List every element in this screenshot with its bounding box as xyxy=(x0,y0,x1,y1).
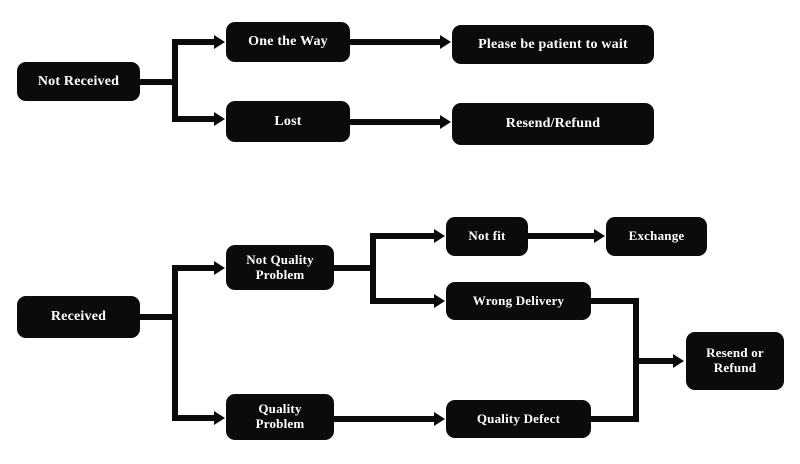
node-received-label: Received xyxy=(50,309,107,325)
node-resend-or-refund-label: Resend or Refund xyxy=(706,345,764,375)
node-wrong-delivery[interactable]: Wrong Delivery xyxy=(446,282,591,320)
connector-not-quality-problem-to-not-fit xyxy=(370,233,436,239)
connector-not-quality-problem-stem xyxy=(334,265,376,271)
connector-lost-to-resend-refund xyxy=(350,119,442,125)
connector-received-trunk xyxy=(172,265,178,421)
node-not-quality-problem-label: Not Quality Problem xyxy=(246,251,314,282)
arrowhead-not-fit xyxy=(434,229,445,243)
node-quality-defect[interactable]: Quality Defect xyxy=(446,400,591,438)
node-not-received[interactable]: Not Received xyxy=(17,62,140,101)
connector-received-stem xyxy=(140,314,178,320)
node-resend-refund[interactable]: Resend/Refund xyxy=(452,103,654,145)
node-not-received-label: Not Received xyxy=(37,73,120,89)
node-one-the-way[interactable]: One the Way xyxy=(226,22,350,62)
arrowhead-quality-problem xyxy=(214,411,225,425)
node-quality-defect-label: Quality Defect xyxy=(476,410,561,426)
arrowhead-one-the-way xyxy=(214,35,225,49)
node-exchange[interactable]: Exchange xyxy=(606,217,707,256)
arrowhead-not-quality-problem xyxy=(214,261,225,275)
connector-not-quality-problem-trunk xyxy=(370,233,376,304)
node-not-quality-problem[interactable]: Not Quality Problem xyxy=(226,245,334,290)
node-please-be-patient-to-wait-label: Please be patient to wait xyxy=(478,36,628,52)
connector-not-received-stem xyxy=(140,79,178,85)
connector-not-received-trunk xyxy=(172,39,178,122)
arrowhead-wrong-delivery xyxy=(434,294,445,308)
connector-not-received-to-one-the-way xyxy=(172,39,216,45)
connector-one-the-way-to-please-wait xyxy=(350,39,442,45)
node-resend-refund-label: Resend/Refund xyxy=(505,116,601,132)
arrowhead-resend-or-refund xyxy=(673,354,684,368)
node-lost-label: Lost xyxy=(274,113,302,129)
connector-merge-to-resend-or-refund xyxy=(633,358,675,364)
node-resend-or-refund[interactable]: Resend or Refund xyxy=(686,332,784,390)
node-lost[interactable]: Lost xyxy=(226,101,350,142)
node-wrong-delivery-label: Wrong Delivery xyxy=(472,292,565,308)
connector-received-to-not-quality-problem xyxy=(172,265,216,271)
arrowhead-exchange xyxy=(594,229,605,243)
connector-wrong-delivery-to-merge xyxy=(591,298,639,304)
node-quality-problem[interactable]: Quality Problem xyxy=(226,394,334,440)
connector-not-received-to-lost xyxy=(172,116,216,122)
connector-not-quality-problem-to-wrong-delivery xyxy=(370,298,436,304)
connector-received-to-quality-problem xyxy=(172,415,216,421)
arrowhead-resend-refund xyxy=(440,115,451,129)
node-received[interactable]: Received xyxy=(17,296,140,338)
arrowhead-lost xyxy=(214,112,225,126)
node-please-be-patient-to-wait[interactable]: Please be patient to wait xyxy=(452,25,654,64)
node-not-fit-label: Not fit xyxy=(468,228,506,244)
connector-not-fit-to-exchange xyxy=(528,233,596,239)
node-quality-problem-label: Quality Problem xyxy=(255,401,305,431)
connector-quality-problem-to-quality-defect xyxy=(334,416,436,422)
connector-quality-defect-to-merge xyxy=(591,416,639,422)
node-not-fit[interactable]: Not fit xyxy=(446,217,528,256)
node-exchange-label: Exchange xyxy=(628,228,685,244)
arrowhead-quality-defect xyxy=(434,412,445,426)
node-one-the-way-label: One the Way xyxy=(248,34,328,50)
arrowhead-please-wait xyxy=(440,35,451,49)
